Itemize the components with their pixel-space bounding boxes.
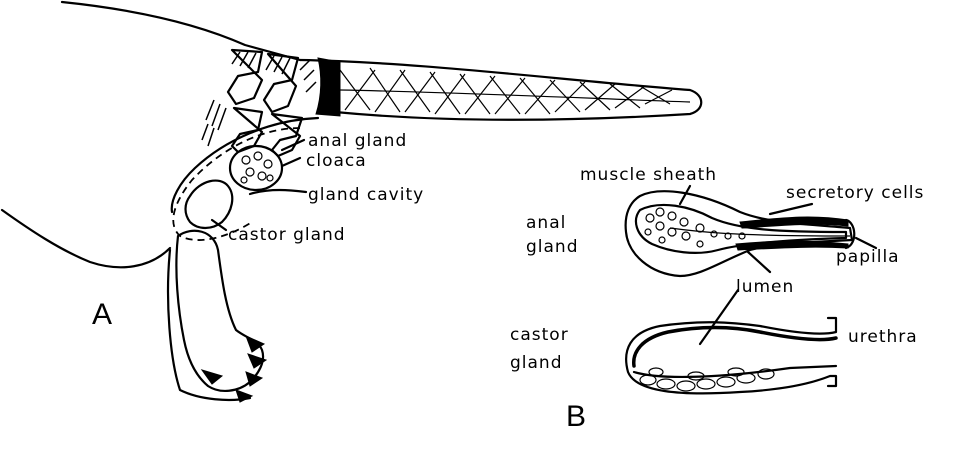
pelvis-outline — [172, 127, 301, 241]
label-castor-gland-b-line2: gland — [510, 353, 563, 373]
tail-outline — [298, 58, 703, 121]
leg-inner — [166, 248, 252, 402]
belly-outline — [0, 208, 172, 269]
vertebrae — [201, 48, 317, 158]
panel-a-drawing — [0, 0, 703, 403]
label-anal-gland-b-line1: anal — [526, 213, 566, 233]
duct-wall — [739, 216, 849, 229]
anal-gland-detail — [624, 190, 856, 278]
castor-gland-drawing — [184, 179, 234, 230]
tail-base-band — [315, 57, 341, 117]
label-anal-gland-a: anal gland — [308, 131, 407, 151]
panel-letter-a: A — [92, 298, 112, 331]
castor-sac-thick — [632, 325, 838, 368]
panel-letter-b: B — [566, 400, 586, 433]
label-castor-gland-b-line1: castor — [510, 325, 569, 345]
label-urethra: urethra — [848, 327, 918, 347]
castor-sac-outline — [625, 316, 838, 395]
castor-gland-detail — [625, 316, 838, 395]
label-cloaca: cloaca — [306, 151, 367, 171]
secretory-cells-dots — [644, 207, 746, 248]
claws — [200, 335, 268, 403]
tail-scales — [339, 67, 691, 115]
pelvis-outline-2 — [170, 116, 320, 214]
castor-sac-cells — [639, 367, 775, 392]
label-secretory-cells: secretory cells — [786, 183, 924, 203]
label-papilla: papilla — [836, 247, 900, 267]
panel-a-leader-lines — [210, 138, 308, 232]
anal-gland-drawing — [228, 144, 284, 192]
label-anal-gland-b-line2: gland — [526, 237, 579, 257]
label-castor-gland-a: castor gland — [228, 225, 346, 245]
panel-b-leader-lines — [678, 184, 878, 346]
secretory-mass — [634, 203, 848, 254]
back-outline — [60, 0, 302, 62]
anal-gland-lumen — [669, 227, 851, 237]
label-muscle-sheath: muscle sheath — [580, 165, 717, 185]
papilla-tip — [844, 218, 856, 250]
label-gland-cavity: gland cavity — [308, 185, 424, 205]
label-lumen: lumen — [736, 277, 794, 297]
castor-sac-base — [632, 364, 838, 379]
hind-leg-outline — [175, 229, 265, 392]
duct-wall-lower — [735, 240, 849, 251]
